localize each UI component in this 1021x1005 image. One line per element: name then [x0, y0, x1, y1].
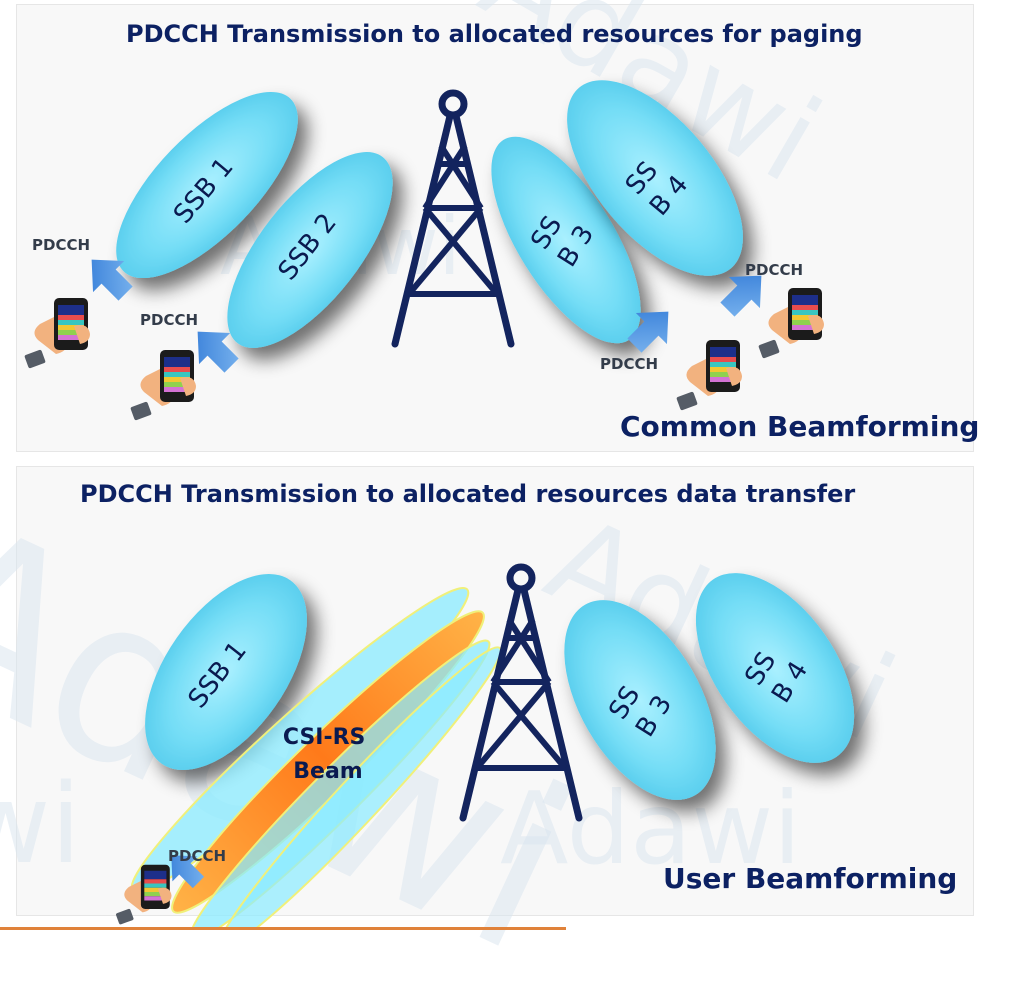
ssb-beam-4	[695, 573, 855, 763]
hand-phone-icon	[115, 864, 172, 925]
bottom-panel-title: PDCCH Transmission to allocated resource…	[80, 480, 856, 508]
hand-phone-icon	[676, 340, 742, 411]
pdcch-label: PDCCH	[32, 236, 90, 254]
cell-tower-icon	[463, 567, 579, 818]
hand-phone-icon	[24, 298, 91, 369]
diagram-canvas: SSB 1 SSB 2 SS B 3 SS B 4 PDCCH PDCCH PD…	[24, 80, 855, 930]
top-panel-subtitle: Common Beamforming	[620, 410, 980, 443]
ssb-beam-3	[491, 136, 641, 344]
down-arrow-icon	[91, 259, 133, 301]
down-arrow-icon	[171, 855, 205, 889]
top-panel-title: PDCCH Transmission to allocated resource…	[126, 20, 863, 48]
csi-rs-label: CSI-RS Beam	[283, 725, 373, 784]
down-arrow-icon	[627, 311, 669, 353]
pdcch-label: PDCCH	[140, 311, 198, 329]
bottom-divider	[0, 927, 566, 930]
ssb-beam-2	[227, 152, 393, 348]
pdcch-label: PDCCH	[745, 261, 803, 279]
pdcch-label: PDCCH	[600, 355, 658, 373]
ssb-beam-1	[145, 574, 307, 770]
ssb-beam-4	[567, 80, 743, 276]
down-arrow-icon	[197, 331, 239, 373]
bottom-panel-subtitle: User Beamforming	[663, 862, 958, 895]
cell-tower-icon	[395, 93, 511, 344]
hand-phone-icon	[130, 350, 196, 421]
pdcch-label: PDCCH	[168, 847, 226, 865]
down-arrow-icon	[720, 275, 762, 317]
csi-rs-beam	[130, 587, 502, 930]
ssb-beam-1	[116, 91, 298, 279]
hand-phone-icon	[758, 288, 824, 359]
ssb-beam-3	[564, 600, 716, 800]
